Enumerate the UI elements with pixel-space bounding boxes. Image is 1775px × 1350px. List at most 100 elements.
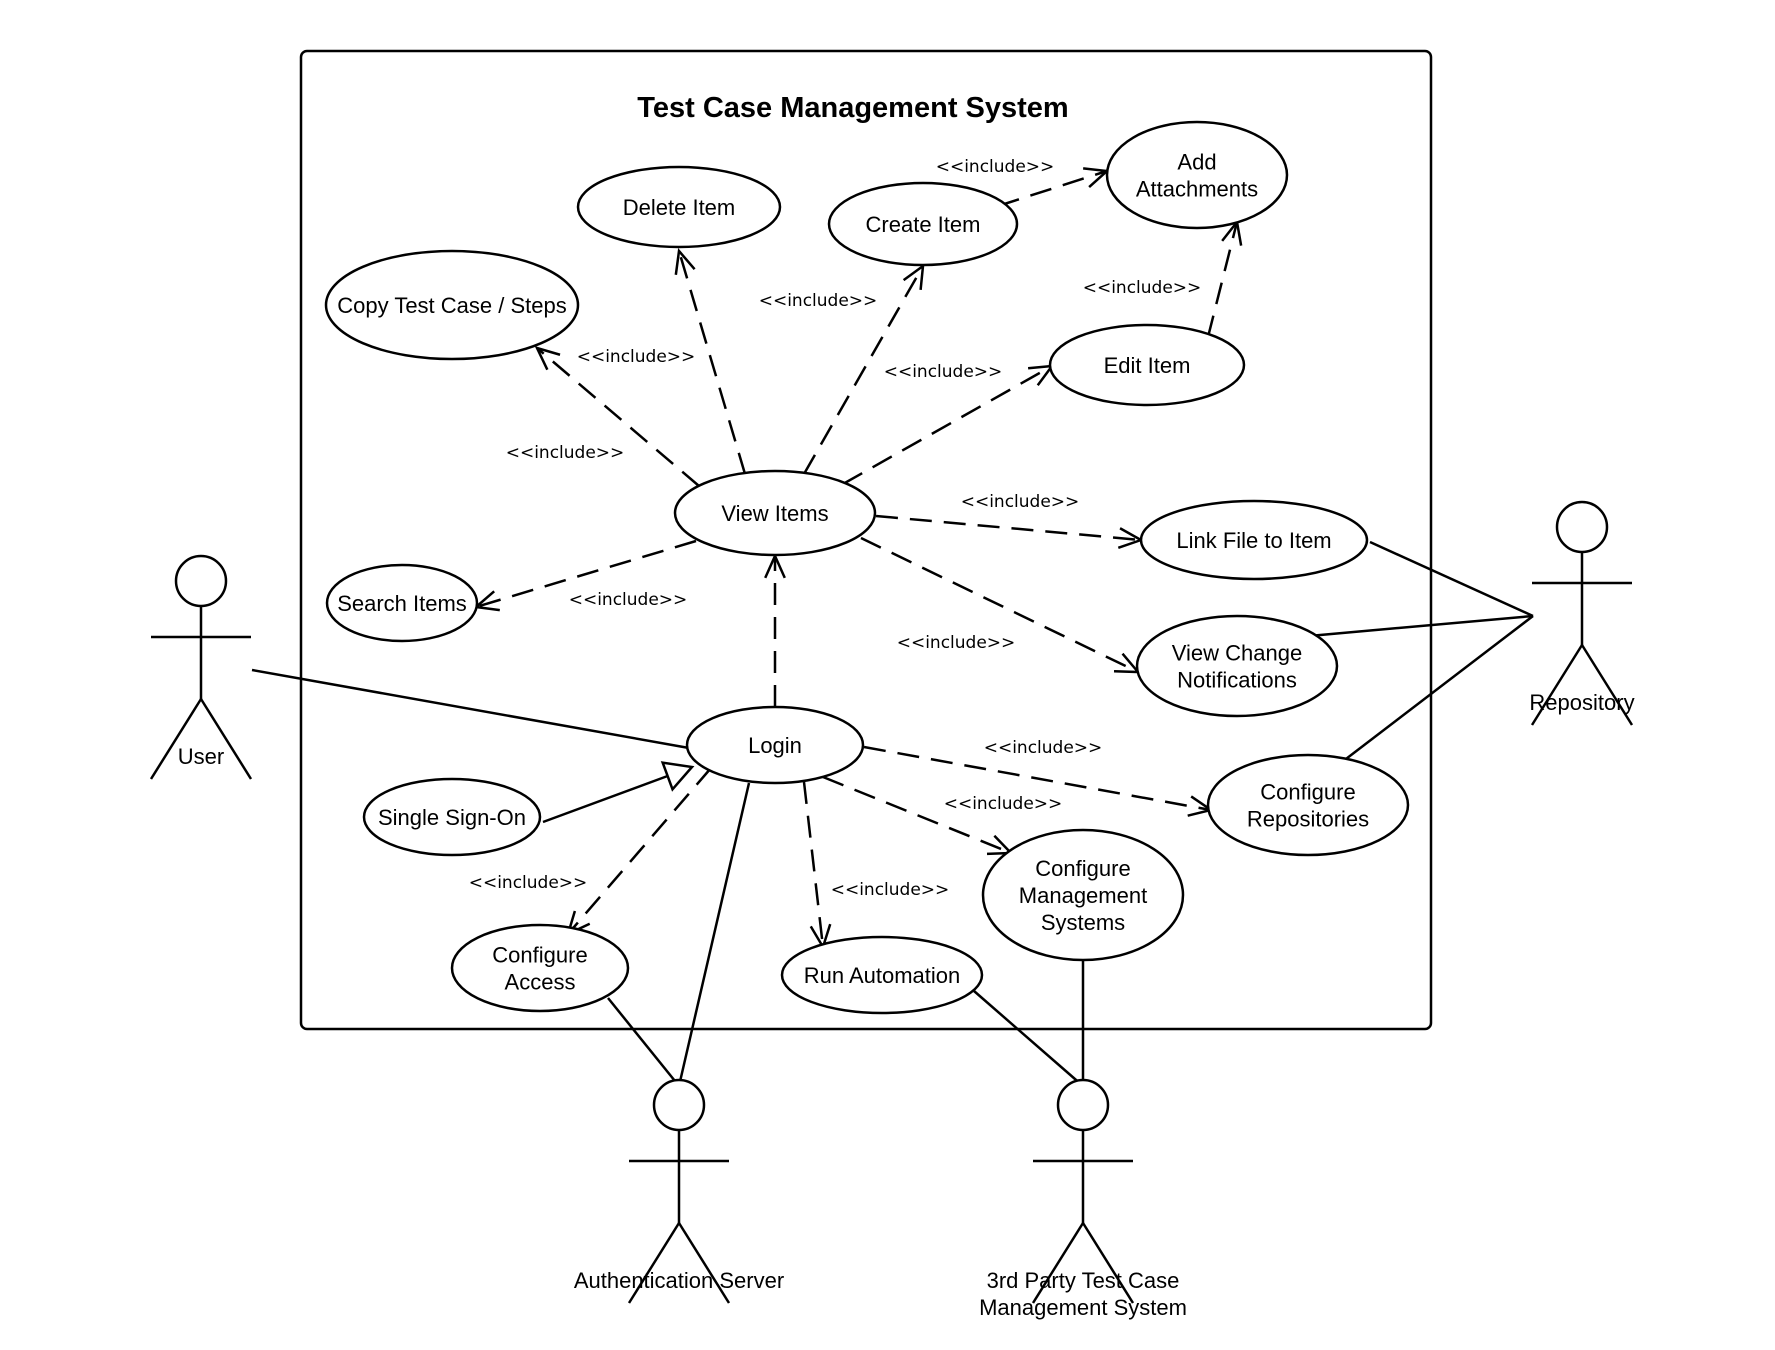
generalization-line — [542, 774, 669, 824]
generalization-single-sign-on-to-login — [542, 761, 695, 824]
include-edit-item-to-add-attachments — [1206, 219, 1243, 338]
use-case-label: Access — [505, 970, 576, 995]
open-arrowhead — [1083, 167, 1110, 188]
association-line — [251, 668, 690, 750]
use-case-create-item: Create Item — [827, 181, 1019, 267]
actor-left-leg — [1530, 644, 1584, 726]
association-user-to-login — [251, 668, 690, 750]
association-repository-to-configure-repositories — [1341, 615, 1534, 763]
include-login-to-configure-access — [565, 767, 712, 937]
actor-label: 3rd Party Test Case — [987, 1268, 1180, 1293]
include-line — [1206, 221, 1239, 338]
use-case-login: Login — [685, 705, 865, 785]
include-label: <<include>> — [1083, 278, 1202, 298]
association-line — [607, 997, 680, 1087]
use-case-run-automation: Run Automation — [780, 935, 984, 1015]
use-case-label: Single Sign-On — [378, 805, 526, 830]
include-label: <<include>> — [831, 880, 950, 900]
include-label: <<include>> — [469, 873, 588, 893]
actor-left-leg — [1031, 1222, 1085, 1304]
association-line — [1308, 614, 1534, 638]
include-label: <<include>> — [569, 590, 688, 610]
actor-label: Management System — [979, 1295, 1187, 1320]
use-case-search-items: Search Items — [325, 563, 479, 643]
include-login-to-run-automation — [802, 781, 832, 951]
system-title: Test Case Management System — [637, 92, 1068, 124]
actor-head — [1056, 1078, 1110, 1132]
open-arrowhead — [674, 248, 696, 275]
include-line — [875, 514, 1142, 542]
use-case-ellipse — [1135, 614, 1339, 718]
use-case-ellipse — [1105, 120, 1289, 230]
use-case-ellipse — [1048, 323, 1246, 407]
use-case-label: Notifications — [1177, 668, 1297, 693]
include-label: <<include>> — [884, 362, 1003, 382]
use-case-view-items: View Items — [673, 469, 877, 557]
association-repository-to-view-change-notifications — [1308, 614, 1534, 638]
actor-right-leg — [1081, 1222, 1135, 1304]
use-case-single-sign-on: Single Sign-On — [362, 777, 542, 857]
association-line — [1369, 540, 1534, 618]
use-case-ellipse — [450, 923, 630, 1013]
use-case-label: Create Item — [866, 212, 981, 237]
actor-right-leg — [677, 1222, 731, 1304]
use-case-label: Management — [1019, 883, 1147, 908]
use-case-ellipse — [685, 705, 865, 785]
association-line — [1341, 615, 1534, 763]
use-case-ellipse — [827, 181, 1019, 267]
use-case-link-file: Link File to Item — [1139, 499, 1369, 581]
include-labels: <<include>> <<include>> <<include>> <<inclu… — [469, 157, 1202, 900]
use-case-label: Configure — [492, 943, 587, 968]
use-case-label: Edit Item — [1104, 353, 1191, 378]
include-line — [822, 775, 1012, 855]
actor-authentication-server: Authentication Server — [574, 1078, 784, 1304]
include-label: <<include>> — [984, 738, 1103, 758]
include-view-items-to-delete-item — [674, 248, 747, 475]
use-case-label: Add — [1177, 150, 1216, 175]
use-case-ellipse — [981, 828, 1185, 962]
use-case-label: Copy Test Case / Steps — [337, 293, 567, 318]
include-login-to-view-items — [764, 552, 786, 707]
actor-label: Authentication Server — [574, 1268, 784, 1293]
use-case-ellipse — [1139, 499, 1369, 581]
actor-right-leg — [199, 698, 253, 780]
include-line — [802, 781, 825, 948]
include-label: <<include>> — [506, 443, 625, 463]
include-line — [475, 539, 697, 609]
use-case-label: Login — [748, 733, 802, 758]
use-case-label: View Change — [1172, 641, 1302, 666]
include-label: <<include>> — [961, 492, 1080, 512]
open-arrowhead — [902, 263, 925, 291]
include-view-items-to-link-file — [875, 514, 1145, 549]
actor-left-leg — [149, 698, 203, 780]
include-view-items-to-edit-item — [842, 364, 1055, 486]
actor-label: User — [178, 744, 224, 769]
actor-head — [174, 554, 228, 608]
include-line — [863, 745, 1212, 812]
use-case-edit-item: Edit Item — [1048, 323, 1246, 407]
use-case-label: Link File to Item — [1176, 528, 1331, 553]
use-case-label: Repositories — [1247, 807, 1369, 832]
include-label: <<include>> — [897, 633, 1016, 653]
use-case-ellipse — [325, 563, 479, 643]
include-line — [860, 536, 1139, 674]
include-line — [802, 265, 925, 475]
include-label: <<include>> — [577, 347, 696, 367]
use-case-ellipse — [673, 469, 877, 557]
use-case-ellipse — [362, 777, 542, 857]
use-case-copy-test-case: Copy Test Case / Steps — [324, 249, 580, 361]
include-label: <<include>> — [759, 291, 878, 311]
use-case-label: Run Automation — [804, 963, 961, 988]
association-line — [677, 782, 751, 1087]
open-arrowhead — [1027, 364, 1055, 387]
actor-right-leg — [1580, 644, 1634, 726]
use-case-label: View Items — [721, 501, 828, 526]
include-line — [677, 250, 747, 475]
include-line — [997, 169, 1108, 208]
